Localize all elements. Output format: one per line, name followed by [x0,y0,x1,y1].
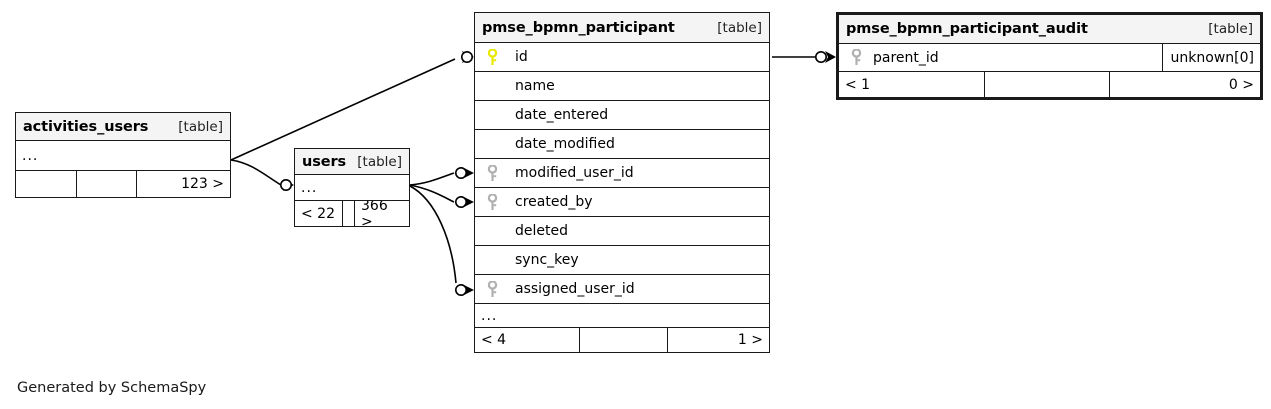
table-row-modified-user-id[interactable]: modified_user_id [475,159,769,188]
footer-middle [342,201,354,226]
table-row-date-modified[interactable]: date_modified [475,130,769,159]
footer-children-count: 0 > [1109,72,1260,97]
footer-parents-count: < 22 [301,205,335,222]
foreign-key-icon [475,164,509,182]
table-users[interactable]: users [table] ... < 22 366 > [294,148,410,227]
generated-by-caption: Generated by SchemaSpy [17,380,207,396]
column-name: parent_id [873,49,939,66]
column-name: modified_user_id [515,165,634,181]
table-title: activities_users [23,118,149,135]
table-header: activities_users [table] [16,113,230,141]
footer-parents-count: < 1 [845,76,871,93]
edge-activities_users-to-participant-id [230,58,456,161]
footer-children-count: 123 > [136,171,230,197]
column-name: id [515,49,528,65]
column-name: name [515,78,555,94]
table-row[interactable]: ... [16,141,230,171]
table-tag: [table] [357,153,402,170]
table-row-sync-key[interactable]: sync_key [475,246,769,275]
column-name: deleted [515,223,568,239]
foreign-key-icon [475,280,509,298]
table-tag: [table] [717,19,762,36]
footer-children-count: 1 > [667,328,769,352]
table-footer: < 1 0 > [839,72,1260,97]
column-name: date_entered [515,107,609,123]
table-row-deleted[interactable]: deleted [475,217,769,246]
footer-parents-count: < 4 [481,332,507,348]
table-header: pmse_bpmn_participant [table] [475,13,769,43]
row-ellipsis: ... [301,179,318,196]
table-row-parent-id[interactable]: parent_id unknown[0] [839,44,1260,72]
table-activities-users[interactable]: activities_users [table] ... 123 > [15,112,231,198]
table-row[interactable]: ... [295,175,409,201]
edge-users-to-assigned-user-id [409,185,457,284]
column-name: created_by [515,194,593,210]
footer-middle [76,171,136,197]
table-header: pmse_bpmn_participant_audit [table] [839,15,1260,44]
footer-parents-count [16,171,76,197]
table-row-date-entered[interactable]: date_entered [475,101,769,130]
table-footer: 123 > [16,171,230,197]
table-pmse-bpmn-participant[interactable]: pmse_bpmn_participant [table] id name da… [474,12,770,353]
primary-key-icon [475,48,509,66]
column-name: sync_key [515,252,579,268]
footer-children-count: 366 > [354,201,409,226]
column-type: unknown[0] [1161,44,1260,71]
edge-activities_users-to-users [230,159,282,186]
edge-users-to-modified-user-id [409,172,455,186]
foreign-key-icon [839,49,873,66]
table-row-id[interactable]: id [475,43,769,72]
table-pmse-bpmn-participant-audit[interactable]: pmse_bpmn_participant_audit [table] pare… [836,12,1263,100]
row-ellipsis: ... [481,307,498,324]
table-title: pmse_bpmn_participant [482,19,675,36]
footer-middle [984,72,1109,97]
table-row-ellipsis[interactable]: ... [475,304,769,328]
foreign-key-icon [475,193,509,211]
column-name: date_modified [515,136,615,152]
table-row-created-by[interactable]: created_by [475,188,769,217]
table-header: users [table] [295,149,409,175]
footer-middle [579,328,667,352]
table-footer: < 4 1 > [475,328,769,352]
table-tag: [table] [1208,21,1253,37]
table-tag: [table] [178,118,223,135]
table-row-assigned-user-id[interactable]: assigned_user_id [475,275,769,304]
table-title: pmse_bpmn_participant_audit [846,21,1088,37]
row-ellipsis: ... [22,147,39,164]
edge-users-to-created-by [409,184,455,203]
table-footer: < 22 366 > [295,201,409,226]
table-row-name[interactable]: name [475,72,769,101]
column-name: assigned_user_id [515,281,635,297]
table-title: users [302,153,347,170]
